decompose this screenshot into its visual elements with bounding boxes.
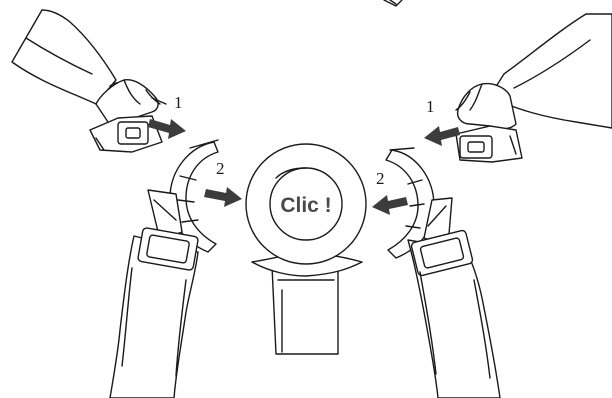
- left-step-1-arrow: [148, 119, 186, 139]
- top-fragment: [383, 0, 403, 7]
- left-strap: [109, 227, 199, 398]
- left-step-2-arrow: [204, 187, 242, 207]
- left-step-1-label: 1: [174, 93, 183, 112]
- right-step-1-label: 1: [426, 97, 435, 116]
- right-tongue-connector: [455, 125, 523, 163]
- right-step-2-arrow: [372, 195, 408, 215]
- left-step-2-label: 2: [216, 159, 225, 178]
- right-step-2-label: 2: [376, 169, 385, 188]
- right-strap: [407, 229, 501, 398]
- center-buckle: [245, 143, 367, 355]
- left-clip: [147, 139, 219, 253]
- right-step-1-arrow: [424, 126, 460, 146]
- left-arm: [11, 9, 135, 105]
- right-clip: [385, 147, 453, 259]
- left-tongue-connector: [89, 115, 163, 153]
- clic-label: Clic !: [280, 194, 331, 217]
